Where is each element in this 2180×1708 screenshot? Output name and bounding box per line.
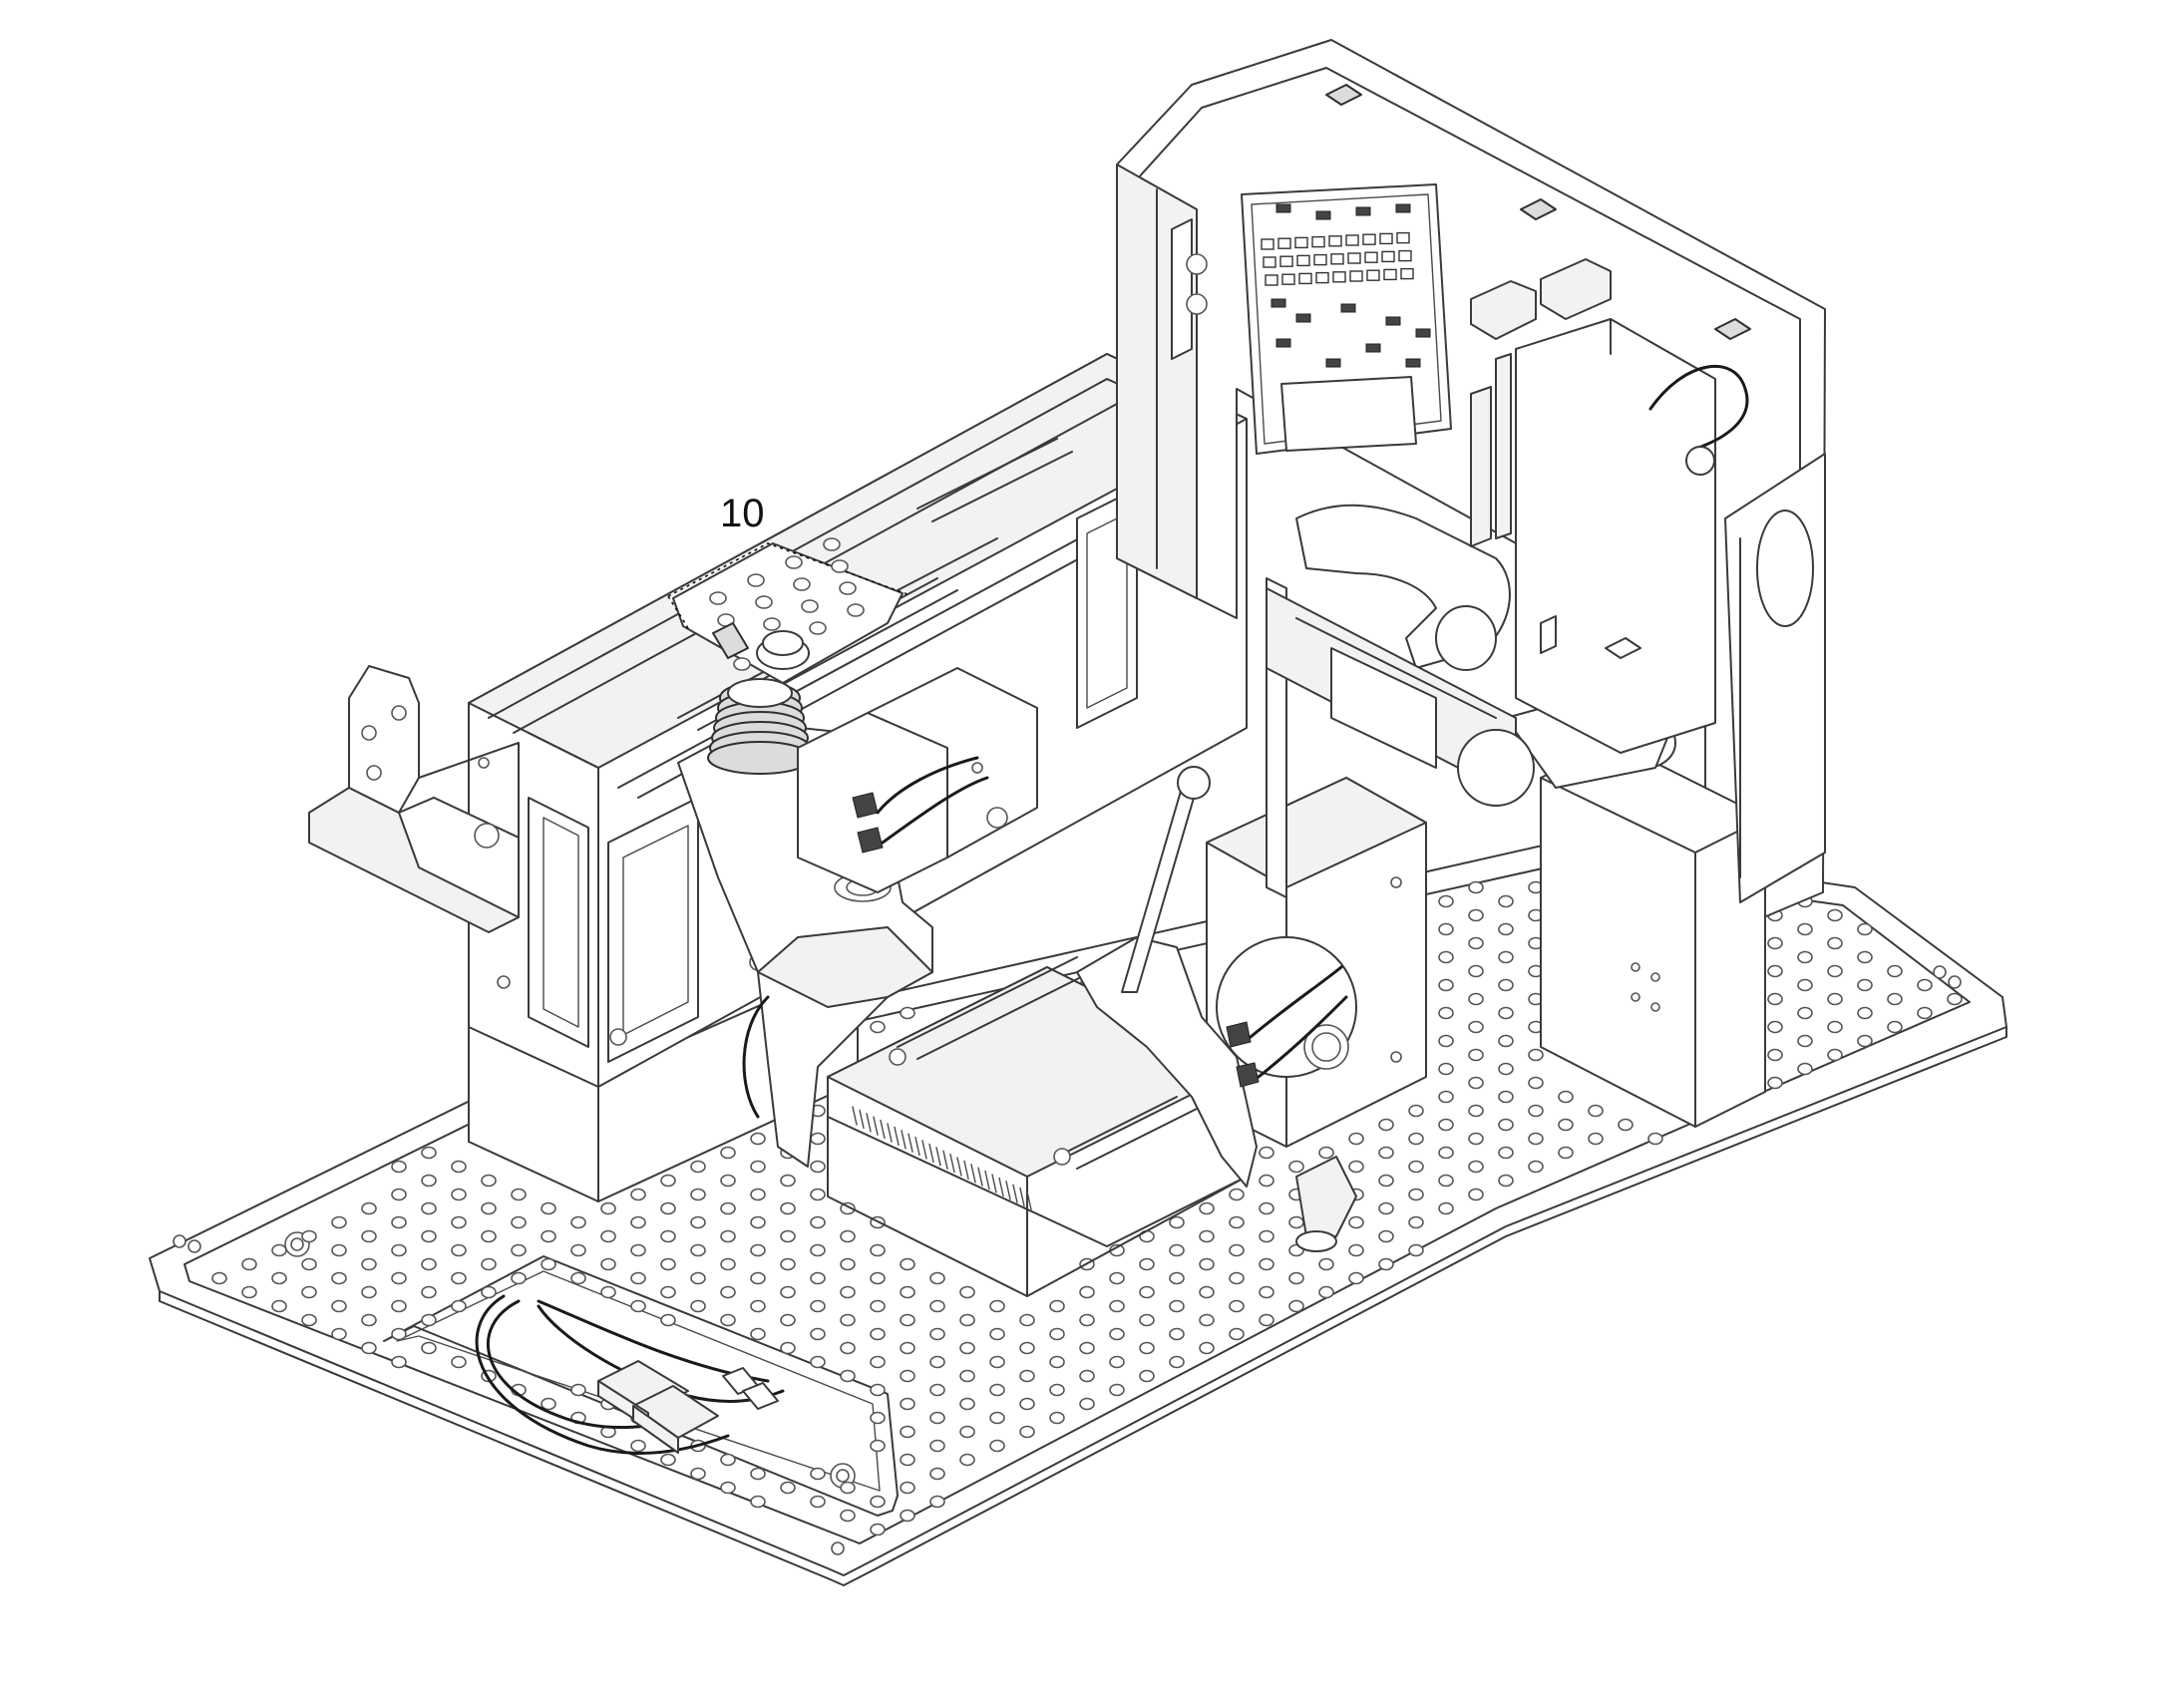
ventilation-slots [852,1106,1032,1210]
callout-label: 10 [720,492,765,535]
circuit-board-components [1261,203,1431,368]
main-circuit-board [1241,183,1452,455]
center-joystick-housing [1076,766,1427,1252]
left-joystick-assembly [677,622,1038,1168]
left-mounting-bracket [308,665,520,933]
cable-harness [475,1294,785,1455]
callout-10: 10 [720,492,765,535]
secondary-circuit-board [1470,258,1749,754]
joystick-bellows-boot [707,678,813,775]
